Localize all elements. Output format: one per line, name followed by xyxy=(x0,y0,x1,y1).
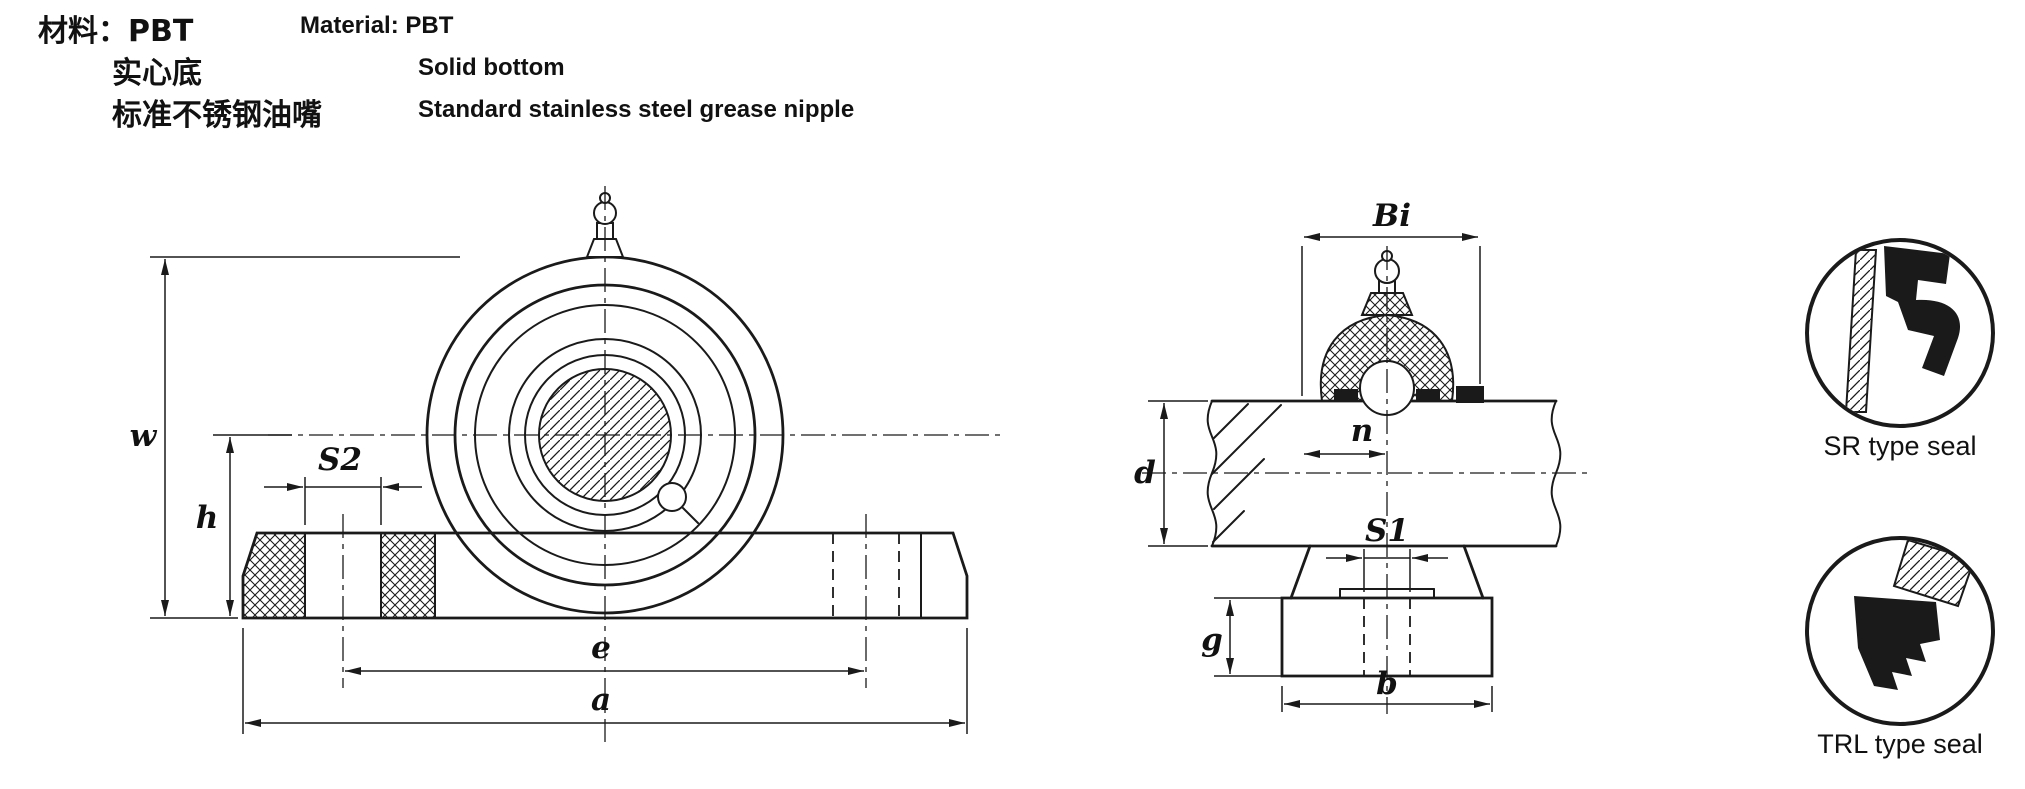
base-front xyxy=(241,531,969,620)
centerlines-side xyxy=(1142,246,1592,714)
dim-label-h: h xyxy=(196,500,219,536)
dim-label-b: b xyxy=(1376,666,1398,702)
set-screw-front xyxy=(657,482,687,512)
dim-label-s2: S2 xyxy=(318,442,362,478)
dim-n: n xyxy=(1304,413,1385,458)
dim-w: w xyxy=(130,256,460,619)
dim-s2: S2 xyxy=(264,442,422,525)
dim-g: g xyxy=(1201,597,1286,677)
dim-label-d: d xyxy=(1134,455,1156,491)
seal-ring-side xyxy=(1456,386,1484,403)
trl-seal-profile xyxy=(1854,596,1940,690)
seal-detail-trl: TRL type seal xyxy=(1805,536,1995,759)
dim-d: d xyxy=(1134,400,1208,547)
centerlines-front xyxy=(268,186,1005,742)
dim-h: h xyxy=(196,434,292,616)
dim-label-g: g xyxy=(1201,622,1223,658)
side-view: Bi n d S1 xyxy=(1134,198,1592,714)
spec-grease-nipple-cn: 标准不锈钢油嘴 xyxy=(112,98,322,133)
seal-detail-sr: SR type seal xyxy=(1805,238,1995,461)
base-section-hatch-left xyxy=(242,532,306,619)
dim-s1: S1 xyxy=(1326,513,1448,592)
spec-material-cn: 材料：PBT xyxy=(38,14,194,49)
dim-b: b xyxy=(1281,666,1493,712)
dim-label-n: n xyxy=(1351,413,1374,449)
dim-a: a xyxy=(242,628,968,734)
dim-e: e xyxy=(345,630,864,675)
front-view: w h S2 e a xyxy=(130,186,1005,742)
spec-grease-nipple-en: Standard stainless steel grease nipple xyxy=(418,96,855,123)
dim-label-bi: Bi xyxy=(1372,198,1411,234)
spec-material-en: Material: PBT xyxy=(300,12,454,39)
base-section-hatch-right xyxy=(380,532,436,619)
dim-bi: Bi xyxy=(1301,198,1481,396)
sr-seal-label: SR type seal xyxy=(1823,431,1976,461)
dim-label-w: w xyxy=(130,418,158,454)
spec-solid-bottom-en: Solid bottom xyxy=(418,54,565,81)
spec-solid-bottom-cn: 实心底 xyxy=(112,56,202,91)
grease-nipple-side xyxy=(1360,250,1414,316)
trl-seal-label: TRL type seal xyxy=(1817,729,1983,759)
dim-label-s1: S1 xyxy=(1365,513,1409,549)
dim-label-e: e xyxy=(591,630,611,666)
bearing-housing-side xyxy=(1319,313,1484,416)
dim-label-a: a xyxy=(591,682,611,718)
sr-seal-profile xyxy=(1884,246,1961,376)
